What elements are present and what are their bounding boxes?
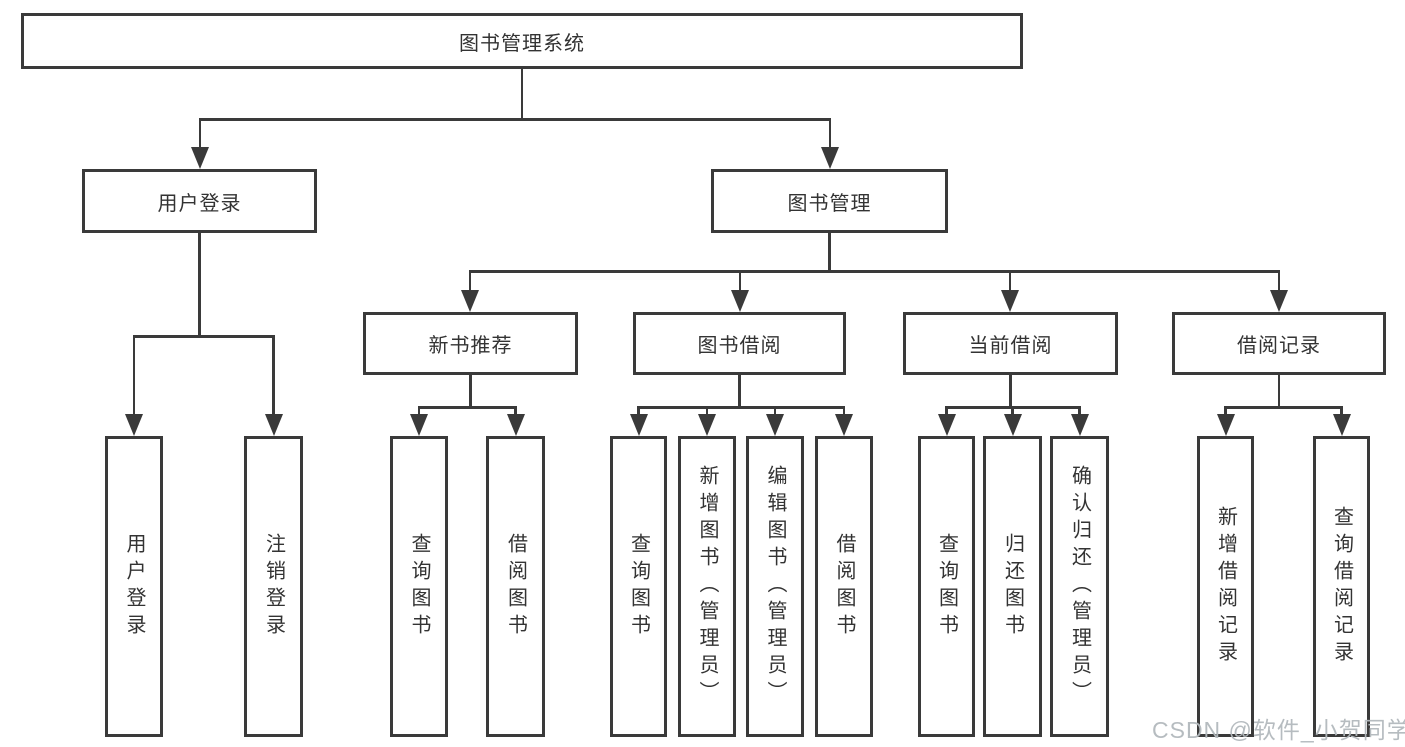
connector-line [272,335,275,414]
node-label: 用户登录 [157,192,242,215]
leaf-logout: 注销登录 [244,436,303,737]
leaf-query-books-borrow: 查询图书 [610,436,667,737]
leaf-label: 注销登录 [262,532,285,641]
connector-line [469,375,472,406]
connector-line [945,406,948,414]
arrow-down-icon [1270,290,1288,312]
node-root-label: 图书管理系统 [459,32,585,55]
connector-line [637,406,846,409]
arrow-down-icon [698,414,716,436]
leaf-add-books-admin: 新增图书（管理员） [678,436,736,737]
node-label: 图书管理 [787,192,872,215]
connector-line [1011,406,1014,414]
leaf-user-login: 用户登录 [105,436,163,737]
arrow-down-icon [191,147,209,169]
node-label: 图书借阅 [697,335,782,357]
leaf-return-books: 归还图书 [983,436,1042,737]
arrow-down-icon [731,290,749,312]
arrow-down-icon [410,414,428,436]
node-label: 借阅记录 [1237,335,1321,357]
connector-line [1008,270,1012,290]
node-borrow-records: 借阅记录 [1172,312,1386,375]
connector-line [198,233,201,335]
arrow-down-icon [1003,414,1022,436]
leaf-borrow-books-recommend: 借阅图书 [486,436,545,737]
connector-line [738,375,741,406]
arrow-down-icon [766,414,784,436]
connector-line [773,406,777,414]
leaf-label: 查询借阅记录 [1330,505,1353,668]
node-book-borrow: 图书借阅 [633,312,846,375]
connector-line [1277,270,1281,290]
leaf-query-books-current: 查询图书 [918,436,975,737]
arrow-down-icon [821,147,839,169]
arrow-down-icon [506,414,525,436]
connector-line [1224,406,1343,409]
connector-line [637,406,640,414]
connector-line [468,270,1281,273]
connector-line [514,406,517,414]
connector-line [417,406,517,409]
arrow-down-icon [835,414,853,436]
csdn-watermark: CSDN @软件_小贺同学 [1152,717,1405,743]
node-current-borrow: 当前借阅 [903,312,1118,375]
connector-line [198,118,832,121]
node-new-book-recommend: 新书推荐 [363,312,578,375]
leaf-label: 确认归还（管理员） [1068,465,1091,708]
arrow-down-icon [264,414,283,436]
node-user-login: 用户登录 [82,169,317,233]
connector-line [417,406,421,414]
leaf-label: 查询图书 [935,532,958,641]
connector-line [198,118,202,147]
leaf-label: 归还图书 [1001,532,1024,641]
leaf-label: 编辑图书（管理员） [764,465,786,708]
node-root: 图书管理系统 [21,13,1023,69]
connector-line [738,270,742,290]
arrow-down-icon [1216,414,1235,436]
arrow-down-icon [125,414,143,436]
connector-line [1277,375,1281,406]
connector-line [520,69,524,118]
arrow-down-icon [1070,414,1089,436]
leaf-label: 查询图书 [408,532,430,641]
connector-line [1009,375,1012,406]
connector-line [828,118,832,147]
leaf-label: 用户登录 [123,532,145,641]
node-label: 新书推荐 [428,335,513,357]
arrow-down-icon [1332,414,1351,436]
leaf-label: 新增借阅记录 [1214,505,1237,668]
arrow-down-icon [1001,290,1019,312]
connector-line [1224,406,1227,414]
connector-line [842,406,846,414]
leaf-edit-books-admin: 编辑图书（管理员） [746,436,804,737]
connector-line [828,233,831,270]
connector-line [1340,406,1343,414]
arrow-down-icon [937,414,956,436]
connector-line [132,335,275,338]
connector-line [705,406,709,414]
leaf-borrow-books: 借阅图书 [815,436,873,737]
arrow-down-icon [461,290,479,312]
leaf-label: 新增图书（管理员） [696,465,718,708]
leaf-add-borrow-record: 新增借阅记录 [1197,436,1254,737]
arrow-down-icon [629,414,648,436]
node-book-management: 图书管理 [711,169,948,233]
connector-line [1078,406,1081,414]
leaf-label: 借阅图书 [833,532,855,641]
connector-line [468,270,472,290]
node-label: 当前借阅 [968,335,1053,357]
leaf-label: 查询图书 [627,532,650,641]
leaf-confirm-return-admin: 确认归还（管理员） [1050,436,1109,737]
leaf-label: 借阅图书 [504,532,527,641]
leaf-query-borrow-record: 查询借阅记录 [1313,436,1370,737]
leaf-query-books-recommend: 查询图书 [390,436,448,737]
connector-line [132,335,136,414]
